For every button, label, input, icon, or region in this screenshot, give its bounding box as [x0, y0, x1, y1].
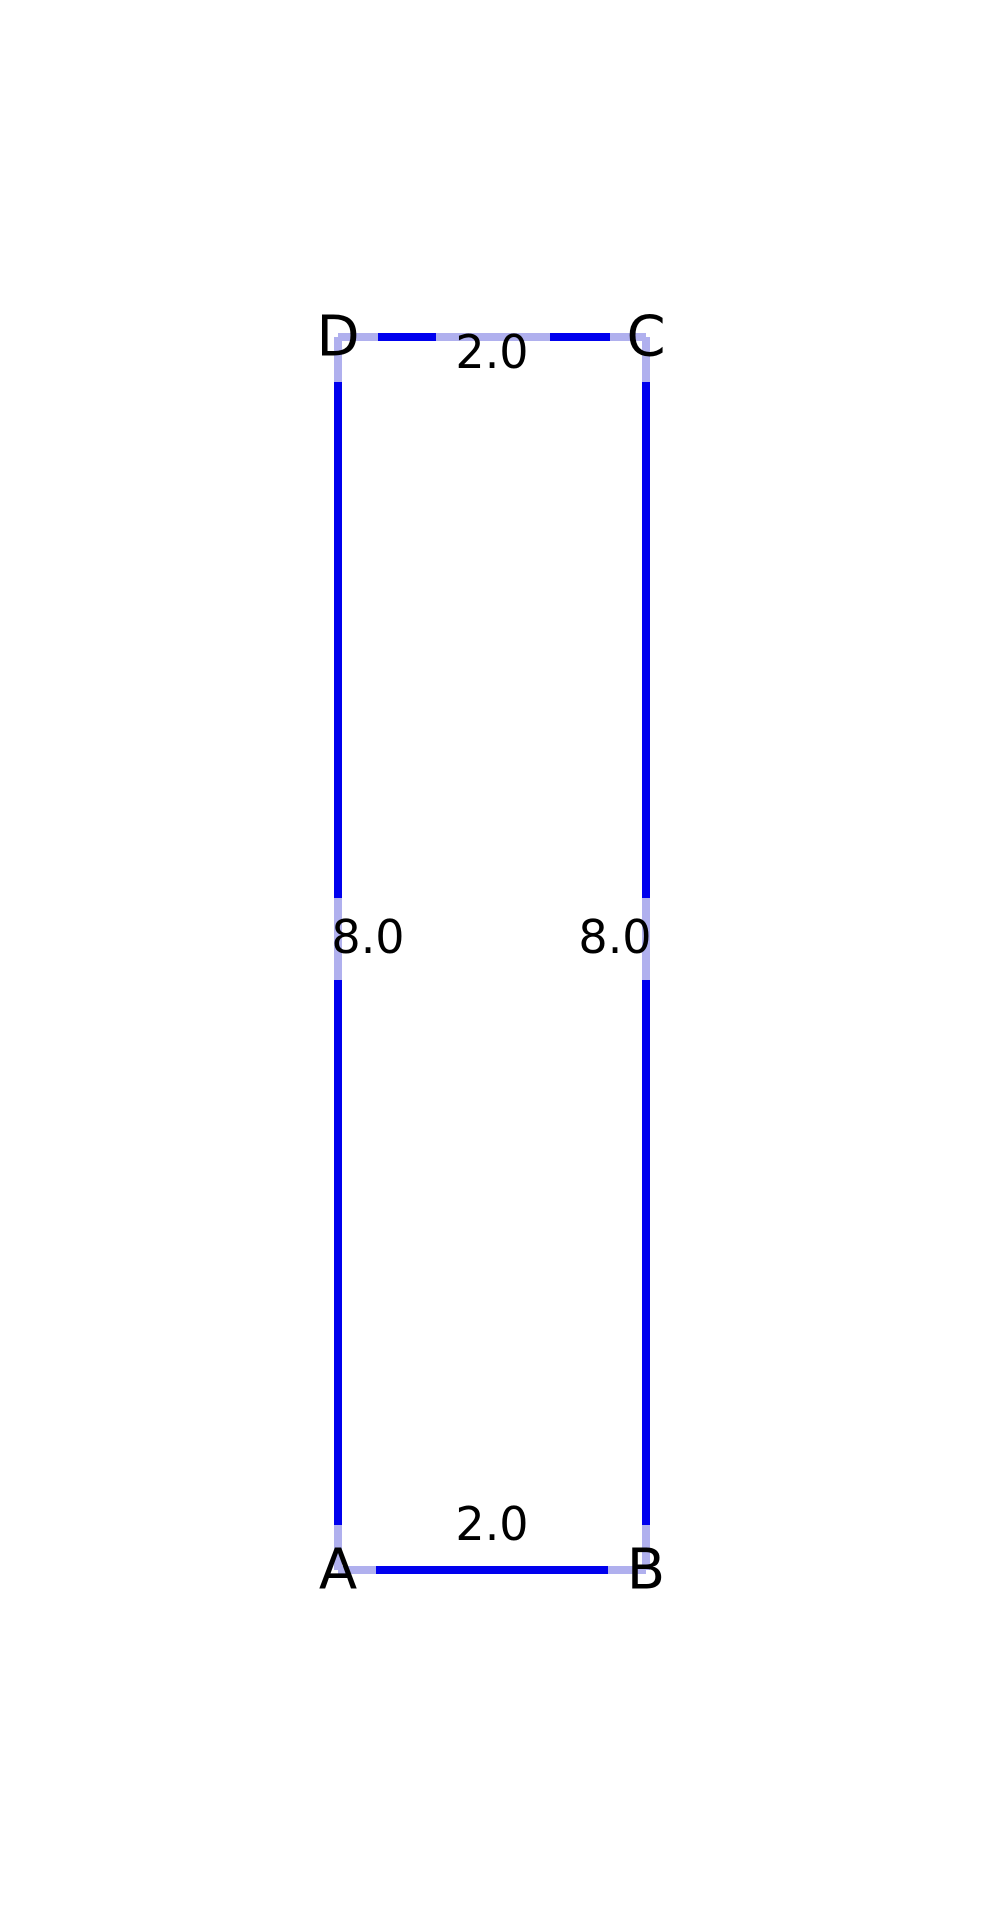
vertex-label-d: D: [316, 305, 359, 370]
solid-segments: [334, 333, 650, 1574]
length-label-cd: 2.0: [455, 325, 528, 379]
vertex-label-c: C: [626, 305, 665, 370]
length-label-ab: 2.0: [455, 1497, 528, 1551]
faded-segments: [334, 333, 650, 1574]
length-label-bc: 8.0: [578, 910, 651, 964]
vertex-label-b: B: [627, 1538, 665, 1603]
length-label-da: 8.0: [331, 910, 404, 964]
vertex-label-a: A: [319, 1538, 357, 1603]
